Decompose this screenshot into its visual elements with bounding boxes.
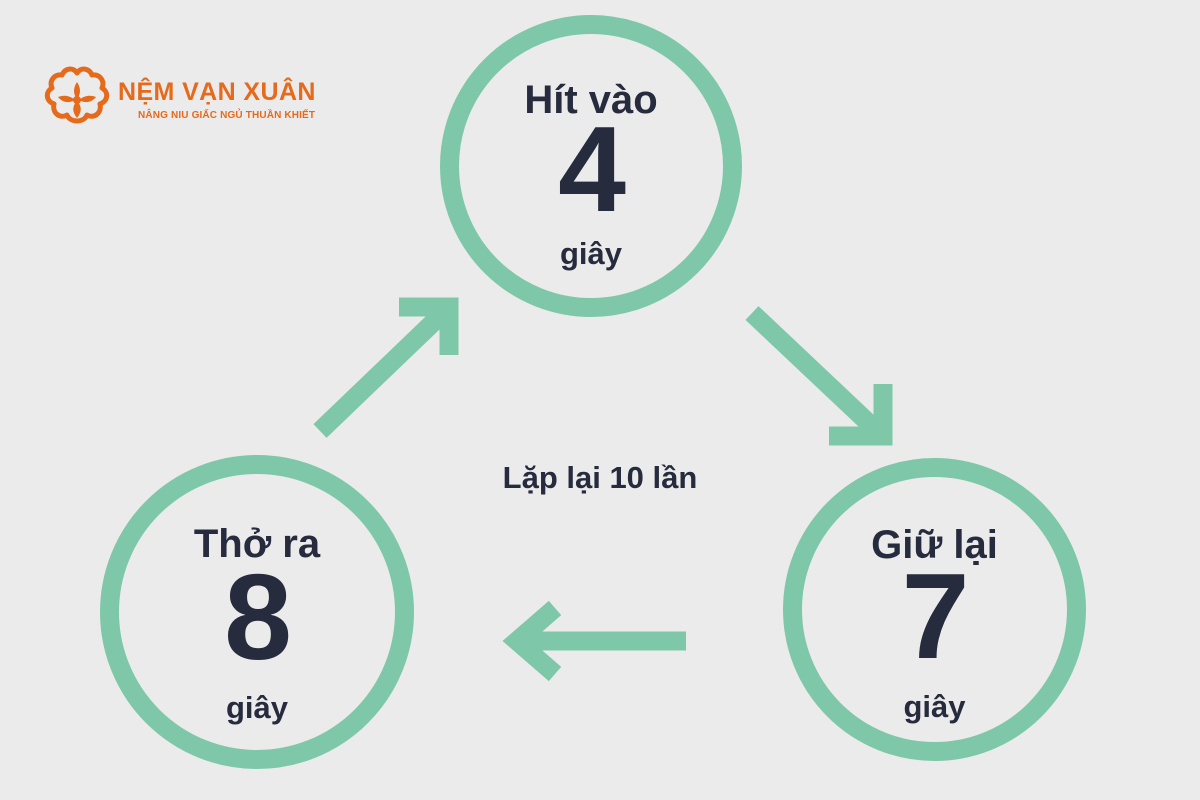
step-exhale-unit: giây <box>225 690 289 725</box>
step-hold-unit: giây <box>903 689 966 724</box>
step-inhale-unit: giây <box>559 236 623 271</box>
step-hold: Giữ lại 7 giây <box>783 458 1086 761</box>
brand-name: NỆM VẠN XUÂN <box>118 78 316 106</box>
step-inhale-value: 4 <box>558 101 626 237</box>
arrow-exhale-to-inhale-icon <box>313 297 459 438</box>
step-exhale-value: 8 <box>224 549 292 685</box>
brand-tagline: NÂNG NIU GIẤC NGỦ THUẦN KHIẾT <box>138 110 316 121</box>
step-hold-label: Giữ lại <box>871 523 998 567</box>
step-exhale-label: Thở ra <box>193 522 321 566</box>
step-exhale: Thở ra 8 giây <box>100 455 414 769</box>
arrow-hold-to-exhale-icon <box>502 600 686 682</box>
step-inhale-label: Hít vào <box>524 78 658 122</box>
repeat-instruction: Lặp lại 10 lần <box>502 460 698 495</box>
flower-logo-icon <box>44 66 110 124</box>
step-inhale: Hít vào 4 giây <box>440 15 742 317</box>
brand-logo: NỆM VẠN XUÂN NÂNG NIU GIẤC NGỦ THUẦN KHI… <box>42 66 362 136</box>
arrow-inhale-to-hold-icon <box>745 306 893 446</box>
step-hold-value: 7 <box>901 548 970 684</box>
